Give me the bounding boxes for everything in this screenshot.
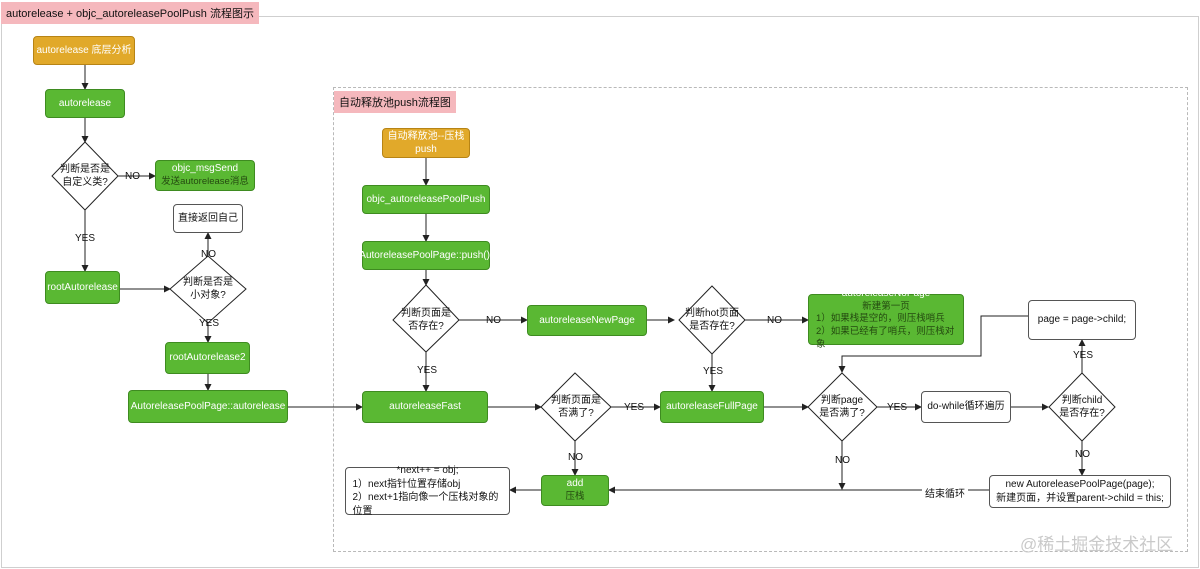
no-label: NO [767,315,782,326]
decision-diamond-custom [51,141,119,211]
watermark: @稀土掘金技术社区 [1020,535,1174,554]
decision-small-label: 判断是否是 小对象? [183,276,233,302]
root-autorelease-node: rootAutorelease [45,271,120,304]
end-loop-label: 结束循环 [922,485,968,500]
next-assign-node: *next++ = obj; 1）next指针位置存储obj 2）next+1指… [345,465,510,517]
decision-diamond-child-exists [1048,372,1116,442]
yes-label: YES [75,233,96,244]
decision-diamond-hot-page [678,285,746,355]
objc-msgsend-node: objc_msgSend 发送autorelease消息 [155,160,255,191]
decision-diamond-page-full-2 [807,372,878,442]
start-node-autorelease-analysis: autorelease 底层分析 [33,36,135,65]
decision-diamond-small [169,255,247,324]
no-label: NO [568,452,583,463]
decision-page-full-2-label: 判断page 是否满了? [819,394,865,420]
yes-label: YES [703,366,724,377]
decision-child-exists-label: 判断child 是否存在? [1059,394,1105,420]
autorelease-node: autorelease [45,89,125,118]
yes-label: YES [1073,350,1094,361]
yes-label: YES [887,402,908,413]
no-label: NO [486,315,501,326]
push-subdiagram-title: 自动释放池push流程图 [334,91,456,113]
no-label: NO [835,455,850,466]
diagram-title: autorelease + objc_autoreleasePoolPush 流… [1,2,259,24]
no-page-node: autoreleaseNoPage 新建第一页 1）如果栈是空的，则压栈哨兵 2… [808,288,964,350]
yes-label: YES [199,318,220,329]
yes-label: YES [624,402,645,413]
new-pool-page-node: new AutoreleasePoolPage(page); 新建页面，并设置p… [989,475,1171,508]
no-label: NO [125,171,140,182]
decision-custom-label: 判断是否是 自定义类? [60,163,110,189]
autorelease-full-page-node: autoreleaseFullPage [660,391,764,423]
decision-diamond-page-full [540,372,612,442]
edge [838,315,1028,373]
page-child-node: page = page->child; [1028,300,1136,340]
new-page-node: autoreleaseNewPage [527,305,647,336]
do-while-node: do-while循环遍历 [921,391,1011,423]
add-push-node: add 压栈 [541,475,609,506]
pool-push-node: objc_autoreleasePoolPush [362,185,490,214]
return-self-node: 直接返回自己 [173,204,243,233]
autorelease-fast-node: autoreleaseFast [362,391,488,423]
push-subdiagram-frame [333,87,1188,552]
page-push-node: AutoreleasePoolPage::push(); [359,241,493,270]
decision-diamond-page-exists [392,284,460,353]
push-start-node: 自动释放池--压栈 push [382,128,470,158]
no-label: NO [201,249,216,260]
decision-page-full-label: 判断页面是 否满了? [551,394,601,420]
outer-frame [1,16,1199,568]
decision-page-exists-label: 判断页面是 否存在? [401,307,451,333]
no-label: NO [1075,449,1090,460]
decision-hot-page-label: 判断hot页面 是否存在? [685,307,739,333]
root-autorelease2-node: rootAutorelease2 [165,342,250,374]
yes-label: YES [417,365,438,376]
pool-page-autorelease-node: AutoreleasePoolPage::autorelease [128,390,288,423]
